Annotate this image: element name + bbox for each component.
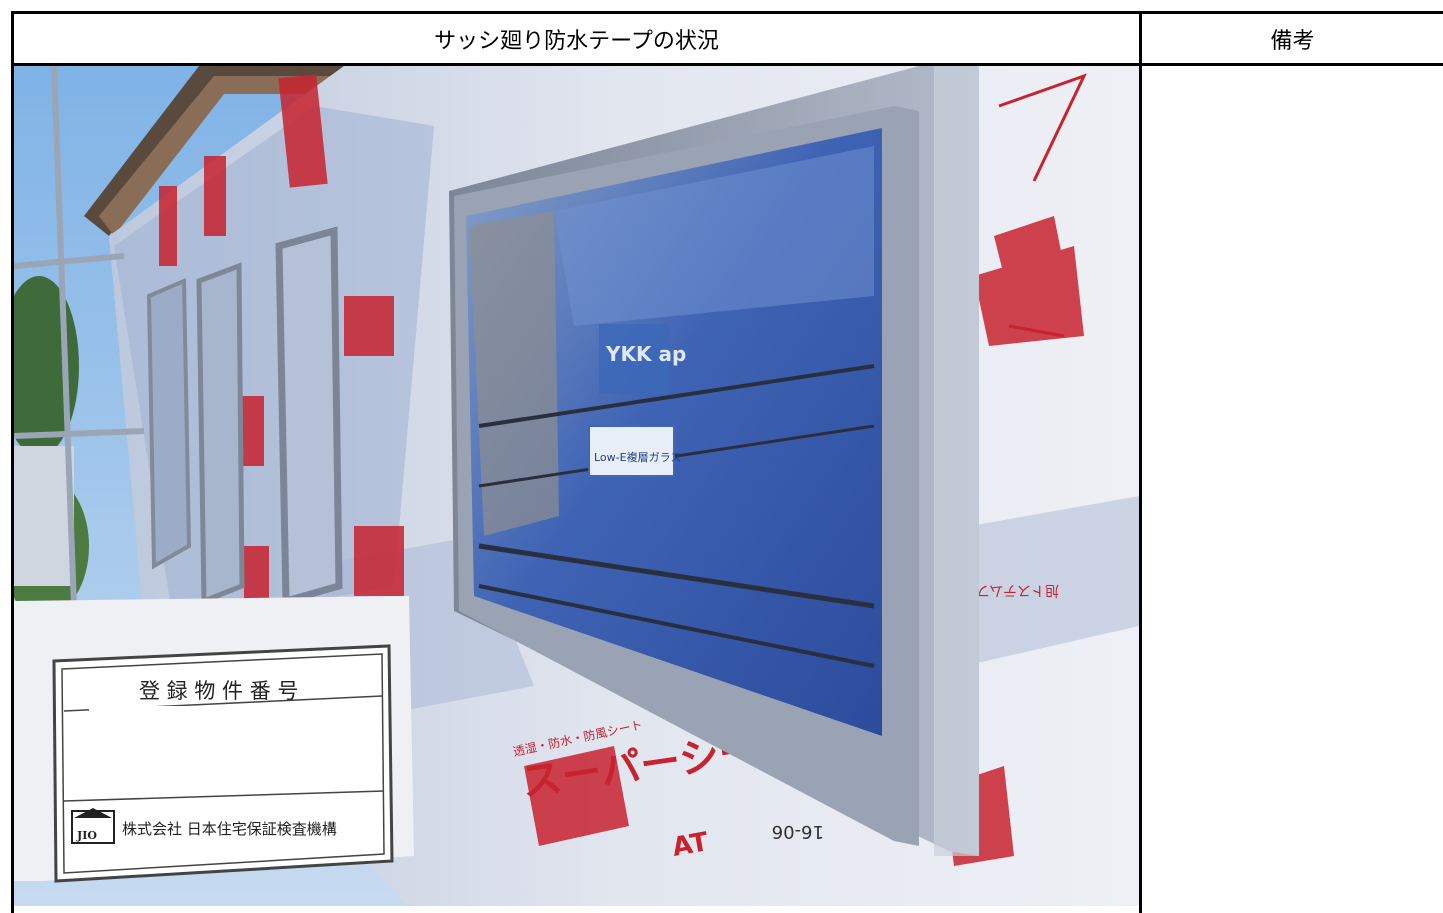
sign-company: 株式会社 日本住宅保証検査機構 <box>122 820 337 838</box>
table-frame <box>11 11 1443 913</box>
header-remarks-cell: 備考 <box>1270 28 1315 54</box>
column-divider <box>1139 11 1142 913</box>
header-title-cell: サッシ廻り防水テープの状況 <box>434 28 719 54</box>
sign-logo: JIO <box>76 829 97 842</box>
glass-label-text: Low-E複層ガラス <box>594 450 681 464</box>
glass-label-brand: YKK ap <box>605 342 686 366</box>
frame-marking: 16-06 <box>772 821 824 842</box>
site-photo: スーパーシート AT 透湿・防水・防風シート 旭トステムファイバー YKK ap <box>14 66 1139 913</box>
sign-title: 登 録 物 件 番 号 <box>139 679 298 703</box>
header-divider <box>11 63 1443 66</box>
sheet-brand-short-text: AT <box>670 827 711 863</box>
remarks-cell <box>1142 66 1443 913</box>
